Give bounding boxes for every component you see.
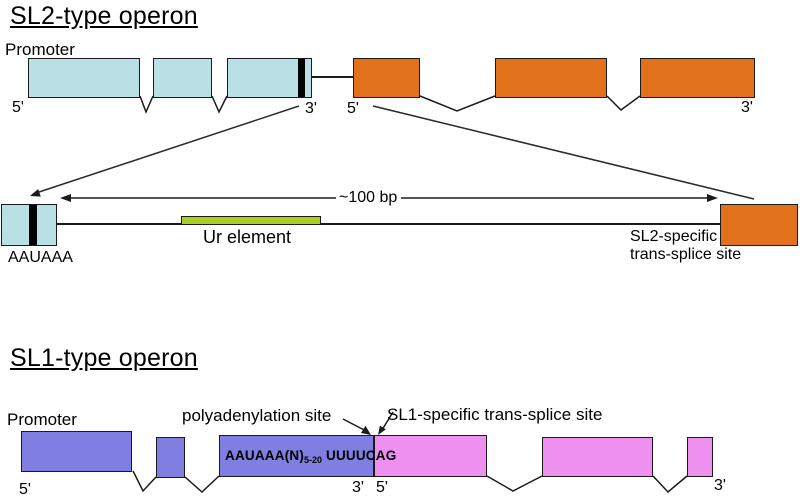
zoom-gene2-start-exon <box>720 204 798 246</box>
sl1-gene2-exon-1 <box>374 435 487 477</box>
sl2-splice-site-label-line1: SL2-specific <box>630 228 718 245</box>
polya-signal-label: AAUAAA <box>8 249 73 266</box>
zoom-gene1-end-exon <box>1 204 57 246</box>
sl1-gene1-five-prime-label: 5' <box>19 481 31 498</box>
sl2-gene2-five-prime-label: 5' <box>347 100 359 117</box>
sl1-gene2-five-prime-label: 5' <box>376 479 388 496</box>
junction-sequence-subscript: 5-20 <box>304 455 323 465</box>
polya-signal-bar <box>298 59 305 97</box>
sl2-gene1-exon-1 <box>28 58 140 98</box>
scale-arrow <box>60 194 718 202</box>
ur-element-label: Ur element <box>203 227 292 247</box>
sl2-gene1-exon-3 <box>227 58 312 98</box>
sl1-gene1-exon-2 <box>156 437 185 478</box>
distance-label: ~100 bp <box>339 189 398 206</box>
sl1-promoter-label: Promoter <box>7 410 77 429</box>
sl2-section-title: SL2-type operon <box>10 2 198 30</box>
scale-arrowhead-right-icon <box>707 194 718 202</box>
sl2-gene2-three-prime-label: 3' <box>741 99 753 116</box>
junction-sequence-prefix: AAUAAA(N) <box>225 448 305 463</box>
sl2-gene1-exon-2 <box>153 58 212 98</box>
sl2-gene1-five-prime-label: 5' <box>12 99 24 116</box>
polya-arrowhead-icon <box>361 425 371 435</box>
junction-sequence: AAUAAA(N)5-20 UUUUCAG <box>225 448 396 465</box>
ur-element-bar <box>181 216 321 225</box>
scale-arrowhead-left-icon <box>60 194 71 202</box>
sl2-gene1-three-prime-label: 3' <box>305 100 317 117</box>
sl1-gene2-three-prime-label: 3' <box>714 477 726 494</box>
sl1-intron-lines <box>132 470 688 494</box>
sl2-gene2-exon-3 <box>640 58 755 98</box>
sl1-splice-site-label: SL1-specific trans-splice site <box>387 405 603 424</box>
junction-sequence-suffix: UUUUCAG <box>322 448 397 463</box>
polya-signal-bar <box>29 205 37 245</box>
sl2-promoter-label: Promoter <box>5 40 75 59</box>
sl2-intron-lines <box>139 95 641 114</box>
sl2-gene2-exon-2 <box>495 58 607 98</box>
sl1-gene1-three-prime-label: 3' <box>352 479 364 496</box>
sl1-gene2-exon-2 <box>542 437 653 477</box>
splice-arrowhead-icon <box>378 425 386 435</box>
sl2-splice-site-label-line2: trans-splice site <box>630 246 742 263</box>
sl1-gene2-exon-3 <box>687 437 713 477</box>
sl2-gene2-exon-1 <box>353 58 420 98</box>
expansion-arrowhead-icon <box>30 189 41 197</box>
zoom-expansion-lines <box>30 105 755 200</box>
sl1-gene1-exon-1 <box>21 431 132 472</box>
sl1-gene1-exon-3 <box>219 435 374 477</box>
sl2-splice-site-label: SL2-specific trans-splice site <box>630 228 741 264</box>
sl1-annotation-arrows <box>342 411 394 435</box>
sl1-section-title: SL1-type operon <box>10 344 198 372</box>
polyadenylation-site-label: polyadenylation site <box>182 406 332 425</box>
